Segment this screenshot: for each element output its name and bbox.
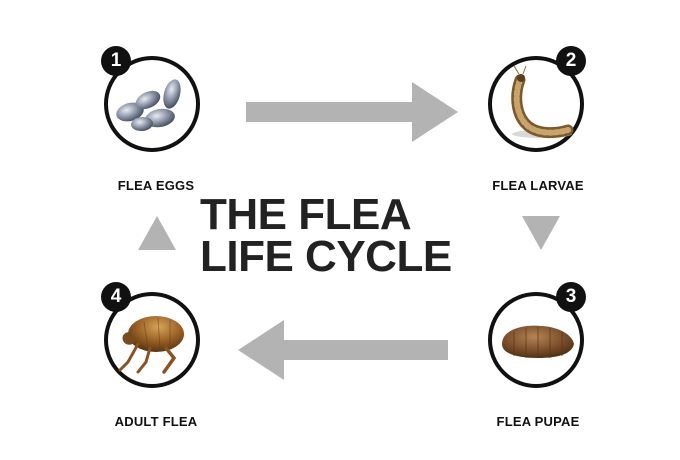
title-line-2: LIFE CYCLE [200, 232, 452, 281]
stage-4-number-badge: 4 [101, 282, 131, 312]
arrow-down-icon [522, 216, 560, 250]
stage-2-label: FLEA LARVAE [492, 178, 584, 193]
stage-1-circle [104, 56, 200, 152]
title-line-1: THE FLEA [200, 190, 412, 239]
arrow-left-icon [238, 320, 448, 380]
arrow-up-icon [138, 216, 176, 250]
stage-4-label: ADULT FLEA [114, 414, 198, 429]
flea-pupa-image [502, 325, 574, 358]
diagram-title: THE FLEA LIFE CYCLE [200, 190, 500, 281]
stage-3-label: FLEA PUPAE [496, 414, 580, 429]
flea-eggs-image [116, 79, 181, 132]
arrow-right-icon [246, 82, 458, 142]
adult-flea-image [118, 316, 184, 374]
stage-1-number-badge: 1 [101, 46, 131, 76]
flea-larva-image [511, 65, 574, 139]
stage-1-label: FLEA EGGS [117, 178, 195, 193]
stage-2-number-badge: 2 [556, 46, 586, 76]
stage-3-number-badge: 3 [556, 282, 586, 312]
